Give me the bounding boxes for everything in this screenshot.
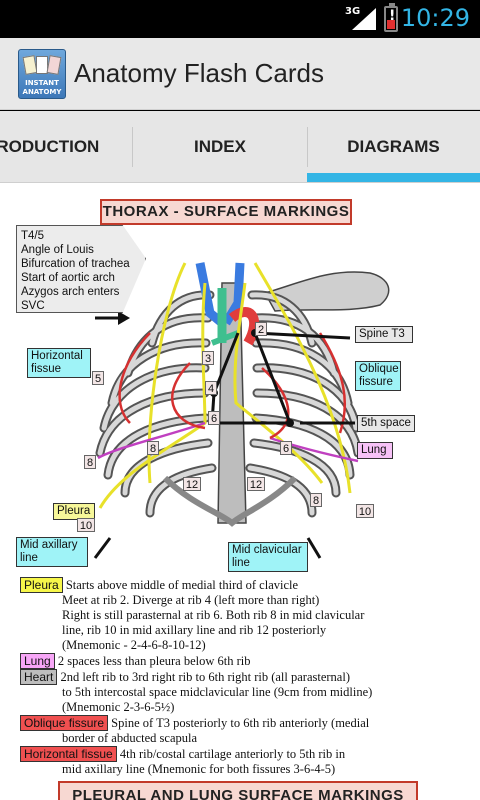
label-mid-clavicular-line: Mid clavicular line xyxy=(228,542,308,572)
status-bar: 3G ! 10:29 xyxy=(0,0,480,38)
thorax-note-callout: T4/5 Angle of Louis Bifurcation of trach… xyxy=(16,225,146,313)
rib-number-2: 2 xyxy=(255,322,267,336)
thorax-ribcage-illustration xyxy=(93,262,390,559)
battery-icon: ! xyxy=(384,3,398,32)
rib-number-8: 8 xyxy=(147,441,159,455)
rib-number-3: 3 xyxy=(202,351,214,365)
tab-index[interactable]: INDEX xyxy=(194,137,246,156)
surface-markings-legend: Pleura Starts above middle of medial thi… xyxy=(20,577,470,777)
action-bar: INSTANT ANATOMY Anatomy Flash Cards xyxy=(0,38,480,110)
label-horizontal-fissue: Horizontal fissue xyxy=(27,348,91,378)
label-mid-axillary-line: Mid axillary line xyxy=(16,537,88,567)
app-logo-icon[interactable]: INSTANT ANATOMY xyxy=(18,49,66,99)
tab-diagrams[interactable]: DIAGRAMS xyxy=(347,137,440,156)
next-diagram-heading: PLEURAL AND LUNG SURFACE MARKINGS xyxy=(58,781,418,800)
rib-number-8: 8 xyxy=(310,493,322,507)
label-spine-t3: Spine T3 xyxy=(355,326,413,343)
rib-number-8: 8 xyxy=(84,455,96,469)
rib-number-12: 12 xyxy=(247,477,265,491)
network-type: 3G xyxy=(345,6,361,17)
app-title: Anatomy Flash Cards xyxy=(74,58,324,88)
selected-tab-indicator xyxy=(307,173,480,182)
clock: 10:29 xyxy=(400,4,470,32)
rib-number-10: 10 xyxy=(77,518,95,532)
diagram-heading: THORAX - SURFACE MARKINGS xyxy=(100,199,352,225)
rib-number-6: 6 xyxy=(208,411,220,425)
signal-icon xyxy=(352,8,376,30)
legend-tag-horizontal-fissue: Horizontal fissue xyxy=(20,746,117,762)
label-pleura: Pleura xyxy=(53,503,95,520)
rib-number-5: 5 xyxy=(92,371,104,385)
legend-tag-lung: Lung xyxy=(20,653,55,669)
rib-number-10: 10 xyxy=(356,504,374,518)
legend-tag-oblique-fissure: Oblique fissure xyxy=(20,715,109,731)
rib-number-6: 6 xyxy=(280,441,292,455)
legend-tag-pleura: Pleura xyxy=(20,577,63,593)
tab-bar: TRODUCTION INDEX DIAGRAMS xyxy=(0,111,480,183)
label-5th-space: 5th space xyxy=(357,415,415,432)
diagram-scroll-view[interactable]: THORAX - SURFACE MARKINGS xyxy=(0,183,480,800)
legend-tag-heart: Heart xyxy=(20,669,58,685)
label-lung: Lung xyxy=(357,442,393,459)
rib-number-12: 12 xyxy=(183,477,201,491)
rib-number-4: 4 xyxy=(205,381,217,395)
label-oblique-fissure: Oblique fissure xyxy=(355,361,401,391)
tab-introduction[interactable]: TRODUCTION xyxy=(0,137,100,156)
